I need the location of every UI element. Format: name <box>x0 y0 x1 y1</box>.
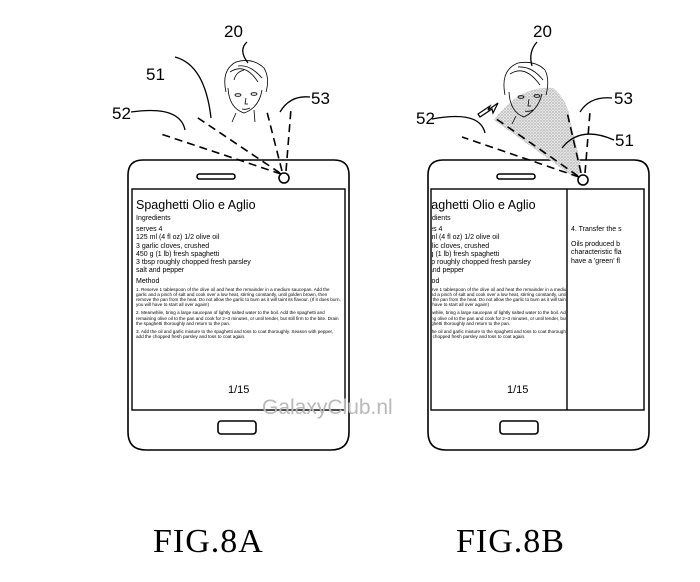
method-step: 1. Reserve 1 tablespoon of the olive oil… <box>432 286 566 308</box>
ingredient: 3 garlic cloves, crushed <box>432 242 490 250</box>
camera-icon <box>577 174 589 186</box>
home-button <box>499 420 539 435</box>
text-line: have a 'green' fl <box>571 257 620 265</box>
ingredient: 450 g (1 lb) fresh spaghetti <box>432 250 500 258</box>
ingredient: 3 tbsp roughly chopped fresh parsley <box>432 259 531 267</box>
method-step: 2. Meanwhile, bring a large saucepan of … <box>432 310 566 326</box>
speaker-icon <box>196 173 236 180</box>
user-face-8b <box>503 61 549 125</box>
text-line: Oils produced b <box>571 240 621 248</box>
phone-8a <box>127 159 350 451</box>
method-step: 1. Reserve 1 tablespoon of the olive oil… <box>136 286 341 308</box>
user-face-8a <box>224 60 268 123</box>
phone-8b <box>427 159 650 451</box>
ingredient: 125 ml (4 fl oz) 1/2 olive oil <box>432 234 500 242</box>
page-indicator: 1/15 <box>228 384 250 396</box>
ingredient: 450 g (1 lb) fresh spaghetti <box>136 250 220 258</box>
screen-8b-current-page[interactable]: Spaghetti Olio e Aglio Ingredients serve… <box>432 190 566 409</box>
label-range-right: 53 <box>614 89 633 108</box>
label-range-center: 51 <box>615 131 634 150</box>
method-step: 3. Add the oil and garlic mixture to the… <box>136 329 334 340</box>
label-range-center: 51 <box>146 65 165 84</box>
caption-fig-8a: FIG.8A <box>153 523 264 560</box>
method-step: 2. Meanwhile, bring a large saucepan of … <box>136 310 339 326</box>
shaded-recognition-area <box>494 87 582 178</box>
text-line: 4. Transfer the s <box>571 226 622 233</box>
recipe-document: Spaghetti Olio e Aglio Ingredients serve… <box>432 198 566 342</box>
screen-8a[interactable]: Spaghetti Olio e Aglio Ingredients serve… <box>133 190 344 409</box>
label-range-left: 52 <box>112 104 131 123</box>
ingredient: 125 ml (4 fl oz) 1/2 olive oil <box>136 234 220 242</box>
screen-8b-next-page[interactable]: 4. Transfer the s Oils produced b charac… <box>568 190 644 409</box>
document-title: Spaghetti Olio e Aglio <box>432 198 536 212</box>
ingredients-heading: Ingredients <box>432 215 451 222</box>
ingredient: salt and pepper <box>136 267 185 275</box>
ingredient: salt and pepper <box>432 267 465 275</box>
recipe-document: Spaghetti Olio e Aglio Ingredients serve… <box>136 198 341 342</box>
camera-icon <box>278 172 290 184</box>
watermark: GalaxyClub.nl <box>262 396 393 419</box>
caption-fig-8b: FIG.8B <box>456 523 565 560</box>
ingredient: 3 garlic cloves, crushed <box>136 242 210 250</box>
label-user: 20 <box>224 22 243 41</box>
move-arrow-icon <box>477 102 499 118</box>
ingredient: serves 4 <box>432 226 443 234</box>
label-user: 20 <box>533 22 552 41</box>
next-page-content: 4. Transfer the s Oils produced b charac… <box>571 226 644 266</box>
document-title: Spaghetti Olio e Aglio <box>136 198 256 212</box>
label-range-right: 53 <box>311 89 330 108</box>
home-button <box>217 420 257 435</box>
method-heading: Method <box>136 278 160 286</box>
page-indicator: 1/15 <box>507 384 529 396</box>
method-heading: Method <box>432 278 440 286</box>
ingredient: 3 tbsp roughly chopped fresh parsley <box>136 259 251 267</box>
ingredient: serves 4 <box>136 226 163 234</box>
label-range-left: 52 <box>416 109 435 128</box>
speaker-icon <box>496 173 536 180</box>
ingredient-list: serves 4 125 ml (4 fl oz) 1/2 olive oil … <box>136 226 341 275</box>
method-step: 3. Add the oil and garlic mixture to the… <box>432 329 566 340</box>
text-line: characteristic fla <box>571 249 622 256</box>
ingredients-heading: Ingredients <box>136 215 171 222</box>
ingredient-list: serves 4 125 ml (4 fl oz) 1/2 olive oil … <box>432 226 566 275</box>
